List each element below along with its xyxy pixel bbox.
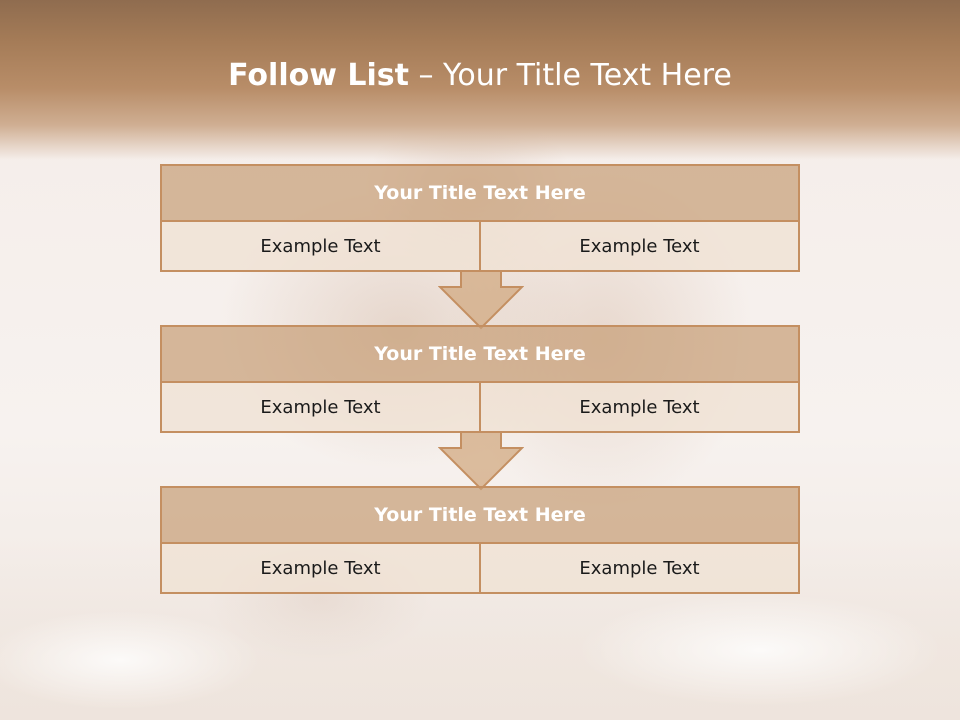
list-block-3: Your Title Text Here Example Text Exampl… <box>160 486 800 594</box>
list-block-1: Your Title Text Here Example Text Exampl… <box>160 164 800 272</box>
block-1-right-text: Example Text <box>479 222 798 270</box>
block-1-row: Example Text Example Text <box>162 222 798 270</box>
block-1-left-text: Example Text <box>260 235 381 257</box>
block-3-left-text: Example Text <box>260 557 381 579</box>
down-arrow-icon <box>438 431 524 491</box>
page-title-bold: Follow List <box>228 58 409 93</box>
down-arrow-icon <box>438 270 524 330</box>
page-title: Follow List – Your Title Text Here <box>0 56 960 96</box>
block-3-right-text: Example Text <box>479 544 798 592</box>
block-2-left-text: Example Text <box>260 396 381 418</box>
block-1-heading: Your Title Text Here <box>162 166 798 222</box>
title-band <box>0 0 960 160</box>
block-2-row: Example Text Example Text <box>162 383 798 431</box>
page-title-rest: – Your Title Text Here <box>408 58 732 93</box>
block-3-heading: Your Title Text Here <box>162 488 798 544</box>
block-3-row: Example Text Example Text <box>162 544 798 592</box>
list-block-2: Your Title Text Here Example Text Exampl… <box>160 325 800 433</box>
block-2-heading: Your Title Text Here <box>162 327 798 383</box>
block-2-right-text: Example Text <box>479 383 798 431</box>
